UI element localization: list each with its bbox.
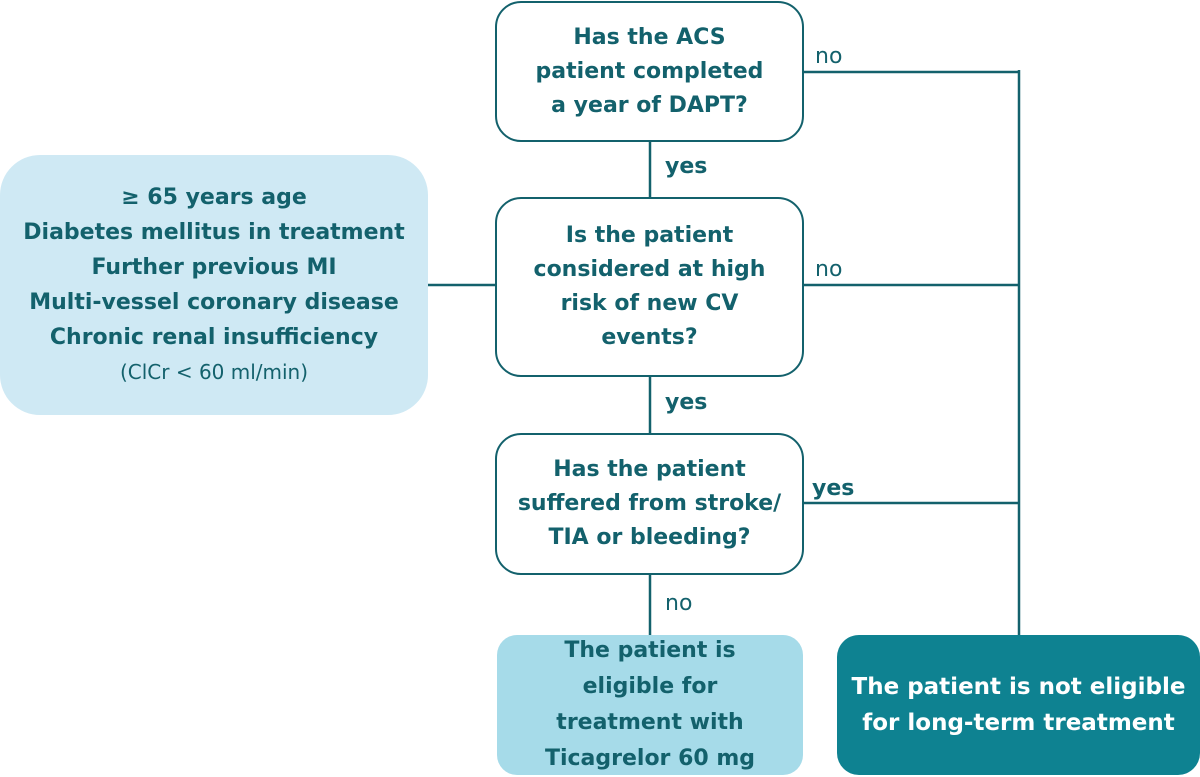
criterion-previous-mi: Further previous MI <box>91 255 337 280</box>
question-stroke-bleeding: Has the patient suffered from stroke/ TI… <box>495 433 804 575</box>
criterion-age: ≥ 65 years age <box>121 185 307 210</box>
q2-line: events? <box>601 325 698 350</box>
q3-line: TIA or bleeding? <box>548 525 751 550</box>
eligible-line: eligible for <box>582 674 718 699</box>
label-q3-no: no <box>665 591 693 616</box>
label-q1-yes: yes <box>665 154 708 179</box>
label-q2-yes: yes <box>665 390 708 415</box>
outcome-not-eligible-box: The patient is not eligible for long-ter… <box>837 635 1200 775</box>
q3-line: Has the patient <box>553 457 746 482</box>
label-q3-yes: yes <box>812 476 855 501</box>
question-dapt-completed: Has the ACS patient completed a year of … <box>495 1 804 142</box>
criterion-clcr: (ClCr < 60 ml/min) <box>119 360 309 384</box>
q1-line: patient completed <box>535 58 764 84</box>
criterion-renal: Chronic renal insufficiency <box>49 325 379 350</box>
q2-line: risk of new CV <box>560 291 739 316</box>
q1-line: a year of DAPT? <box>551 92 748 118</box>
eligible-line: treatment with <box>556 710 744 735</box>
q1-line: Has the ACS <box>573 24 726 50</box>
not-eligible-line: for long-term treatment <box>862 710 1175 736</box>
criterion-diabetes: Diabetes mellitus in treatment <box>23 220 405 245</box>
question-high-risk: Is the patient considered at high risk o… <box>495 197 804 377</box>
q2-line: considered at high <box>533 257 766 282</box>
q3-line: suffered from stroke/ <box>517 491 782 516</box>
label-q1-no: no <box>815 44 843 69</box>
not-eligible-line: The patient is not eligible <box>851 674 1186 700</box>
criterion-multivessel: Multi-vessel coronary disease <box>29 290 399 315</box>
eligible-line: The patient is <box>564 638 736 663</box>
eligible-line: Ticagrelor 60 mg <box>544 746 756 771</box>
label-q2-no: no <box>815 257 843 282</box>
q2-line: Is the patient <box>565 223 734 248</box>
outcome-eligible-box: The patient is eligible for treatment wi… <box>497 635 803 775</box>
high-risk-criteria-box: ≥ 65 years age Diabetes mellitus in trea… <box>0 155 428 415</box>
